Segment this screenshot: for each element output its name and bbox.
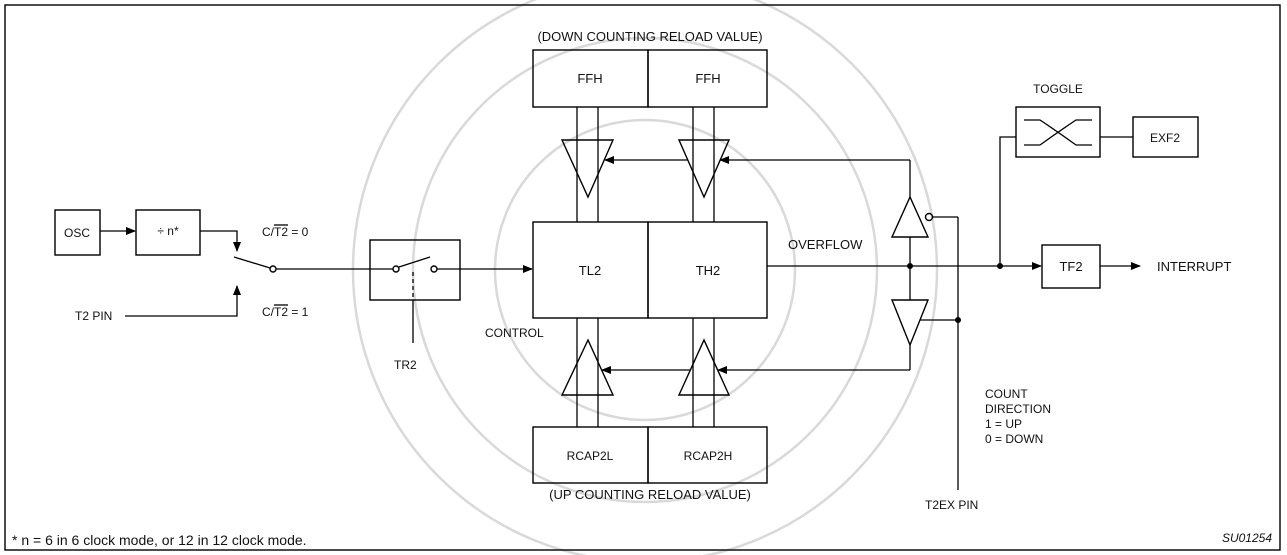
rcap2h-buffer-triangle — [677, 338, 731, 396]
divider-box — [135, 209, 201, 256]
exf2-label: EXF2 — [1150, 131, 1180, 145]
ct2-1-label: C/T2 = 1 — [262, 305, 309, 319]
tl2-label: TL2 — [579, 263, 601, 278]
rcap2h-label: RCAP2H — [684, 449, 733, 463]
counter-timer-select-switch — [233, 256, 277, 273]
figure-id: SU01254 — [1222, 531, 1272, 545]
t2-pin-label: T2 PIN — [75, 309, 112, 323]
divider-label: ÷ n* — [157, 224, 179, 238]
junction-dot-direction — [955, 317, 961, 323]
t2ex-pin-label: T2EX PIN — [925, 498, 978, 512]
t2-pin-to-switch-arrow — [125, 285, 241, 317]
up-reload-label: (UP COUNTING RELOAD VALUE) — [549, 487, 751, 502]
down-direction-buffer — [890, 195, 930, 238]
th2-label: TH2 — [696, 263, 721, 278]
ffh-to-timer-bus — [576, 107, 715, 222]
svg-text:DIRECTION: DIRECTION — [985, 402, 1051, 416]
exf2-box — [1132, 116, 1199, 158]
rcap2l-buffer-triangle — [560, 338, 615, 396]
toggle-crossover-icon — [1024, 119, 1092, 146]
control-label: CONTROL — [485, 326, 544, 340]
svg-text:COUNT: COUNT — [985, 387, 1028, 401]
ct2-0-label: C/T2 = 0 — [262, 225, 309, 239]
count-direction-note: COUNT DIRECTION 1 = UP 0 = DOWN — [985, 387, 1051, 446]
th2-box — [647, 221, 768, 319]
down-reload-label: (DOWN COUNTING RELOAD VALUE) — [537, 29, 762, 44]
svg-text:1 = UP: 1 = UP — [985, 417, 1022, 431]
ffh-high-buffer-triangle — [677, 139, 731, 199]
toggle-feed-line — [999, 136, 1016, 266]
control-switch — [370, 256, 460, 300]
tr2-label: TR2 — [394, 358, 417, 372]
tf2-label: TF2 — [1059, 259, 1082, 274]
toggle-box — [1015, 106, 1101, 158]
svg-text:0 = DOWN: 0 = DOWN — [985, 432, 1043, 446]
rcap2l-label: RCAP2L — [567, 449, 614, 463]
up-direction-buffer — [890, 299, 930, 347]
ffh-low-buffer-triangle — [560, 139, 615, 199]
overflow-label: OVERFLOW — [788, 237, 863, 252]
figure-frame — [4, 4, 1281, 551]
footnote: * n = 6 in 6 clock mode, or 12 in 12 clo… — [12, 532, 307, 548]
toggle-label: TOGGLE — [1033, 82, 1083, 96]
watermark-seal — [351, 0, 939, 555]
osc-box — [54, 209, 101, 256]
control-switch-box — [369, 239, 461, 301]
osc-label: OSC — [64, 226, 90, 240]
inversion-bubble — [924, 212, 934, 222]
rcap2h-box — [647, 426, 768, 484]
ffh-high-label: FFH — [695, 71, 720, 86]
ffh-low-label: FFH — [577, 71, 602, 86]
divider-to-switch-arrow — [200, 230, 241, 252]
rcap-to-timer-bus — [576, 318, 715, 427]
interrupt-label: INTERRUPT — [1157, 259, 1231, 274]
ffh-high-box — [647, 49, 768, 108]
